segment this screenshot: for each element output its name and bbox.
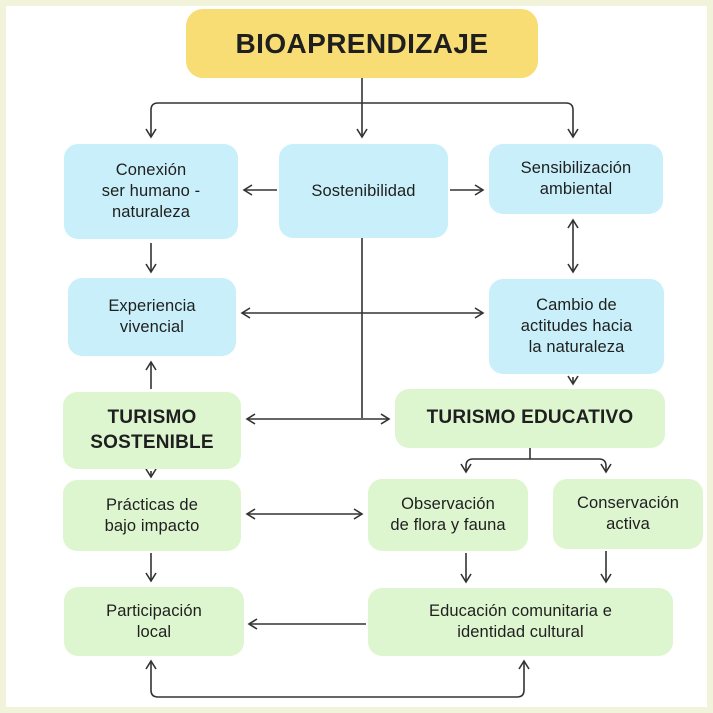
node-turismo-sostenible-label: TURISMO SOSTENIBLE <box>90 407 214 453</box>
node-observacion-flora-fauna: Observación de flora y fauna <box>368 479 528 551</box>
node-participacion-local: Participación local <box>64 587 244 656</box>
node-educacion-label: Educación comunitaria e identidad cultur… <box>429 602 612 641</box>
arrow-participacion-educacion-loop-double <box>145 659 530 698</box>
node-turismo-sostenible: TURISMO SOSTENIBLE <box>63 392 241 469</box>
node-experiencia-label: Experiencia vivencial <box>108 297 196 336</box>
node-participacion-label: Participación local <box>106 601 202 641</box>
node-conexion-label: Conexión ser humano - naturaleza <box>101 161 201 221</box>
node-educacion-comunitaria: Educación comunitaria e identidad cultur… <box>368 588 673 656</box>
node-cambio-label: Cambio de actitudes hacia la naturaleza <box>520 296 633 356</box>
connector-layer <box>145 78 612 698</box>
arrow-bioaprendizaje-conexion <box>145 102 362 139</box>
node-bioaprendizaje: BIOAPRENDIZAJE <box>186 9 538 78</box>
node-sostenibilidad-label: Sostenibilidad <box>311 181 416 200</box>
node-experiencia-vivencial: Experiencia vivencial <box>68 278 236 356</box>
node-cambio-de-actitudes: Cambio de actitudes hacia la naturaleza <box>489 279 664 374</box>
node-conexion-ser-humano-naturaleza: Conexión ser humano - naturaleza <box>64 144 238 239</box>
node-practicas-bajo-impacto: Prácticas de bajo impacto <box>63 480 241 551</box>
arrow-turismo-educativo-observacion <box>460 458 530 474</box>
node-sostenibilidad: Sostenibilidad <box>279 144 448 238</box>
node-sensibilizacion-ambiental: Sensibilización ambiental <box>489 144 663 214</box>
node-observacion-label: Observación de flora y fauna <box>390 495 506 534</box>
node-practicas-label: Prácticas de bajo impacto <box>104 495 200 535</box>
arrow-bioaprendizaje-sensibilizacion <box>362 102 579 139</box>
node-sensibilizacion-label: Sensibilización ambiental <box>520 159 632 198</box>
node-turismo-educativo-label: TURISMO EDUCATIVO <box>426 407 634 429</box>
node-conservacion-label: Conservación activa <box>576 494 680 533</box>
node-bioaprendizaje-label: BIOAPRENDIZAJE <box>235 27 489 59</box>
node-turismo-educativo: TURISMO EDUCATIVO <box>395 389 665 448</box>
node-conservacion-activa: Conservación activa <box>553 479 703 549</box>
arrow-turismo-educativo-conservacion <box>530 458 612 474</box>
